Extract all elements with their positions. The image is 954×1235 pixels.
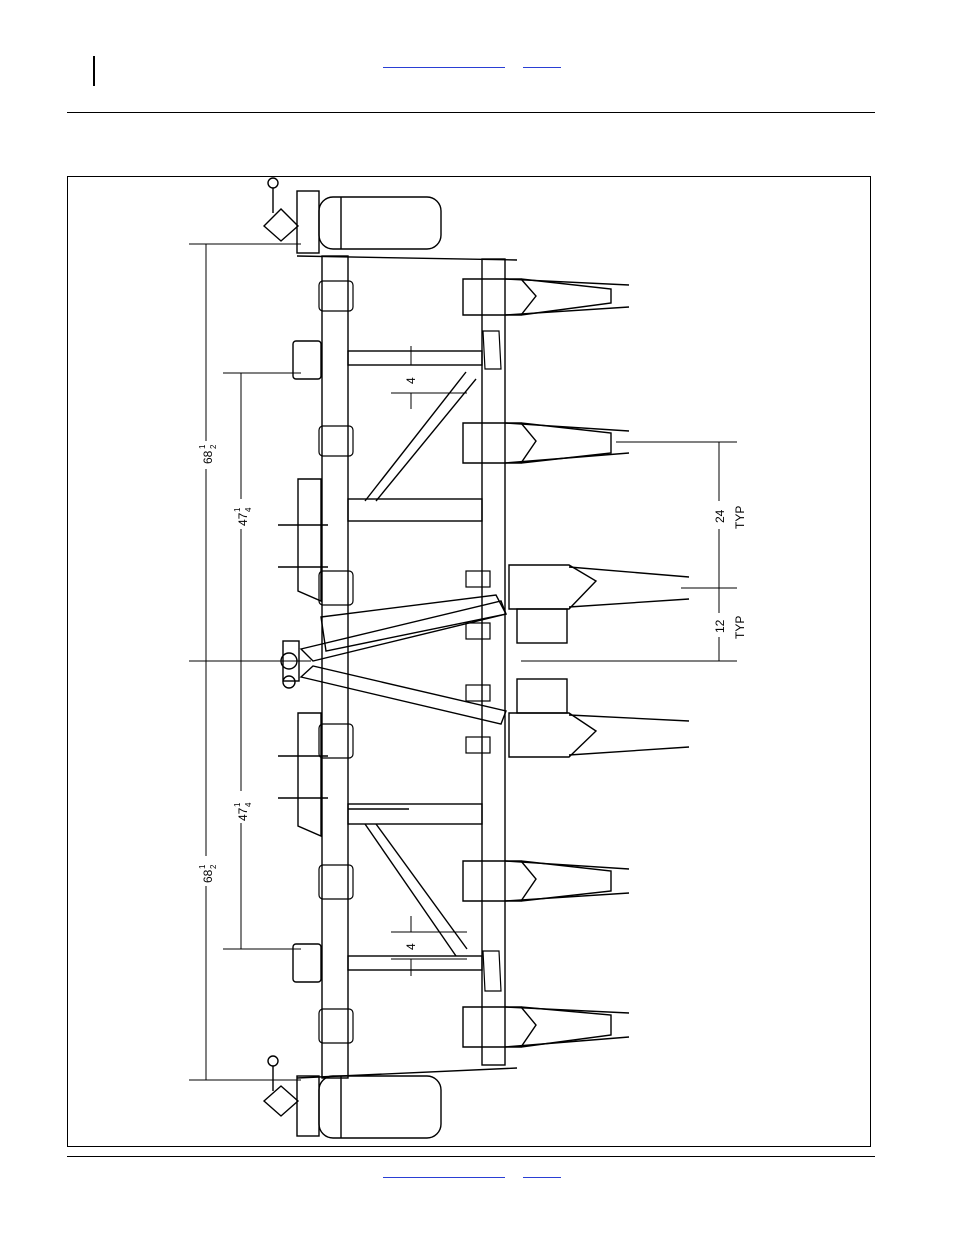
row-unit-2 <box>463 423 629 463</box>
dim-offset-top: 4 <box>404 377 418 384</box>
svg-text:4: 4 <box>244 802 253 807</box>
row-unit-1 <box>463 279 629 315</box>
gauge-wheel-bottom <box>319 1076 441 1138</box>
header-margin-bar <box>93 56 95 86</box>
svg-text:1: 1 <box>198 444 207 449</box>
dim-upper-inner: 47 <box>236 512 250 526</box>
row-unit-4 <box>509 679 689 757</box>
svg-text:1: 1 <box>233 802 242 807</box>
svg-text:2: 2 <box>209 864 218 869</box>
footer-prev-link[interactable] <box>383 1177 505 1178</box>
dim-half-spacing: 12 <box>713 619 727 633</box>
dim-half-spacing-note: TYP <box>733 616 747 639</box>
svg-text:2: 2 <box>209 444 218 449</box>
row-unit-6 <box>463 1007 629 1047</box>
footer-rule <box>67 1156 875 1157</box>
svg-text:4: 4 <box>244 507 253 512</box>
dim-offset-bottom: 4 <box>404 943 418 950</box>
row-unit-5 <box>463 861 629 901</box>
figure-frame: 68 1 2 47 1 4 47 1 4 68 1 2 4 4 24 TYP 1… <box>67 176 871 1147</box>
row-unit-3 <box>509 565 689 643</box>
toolbar-dimension-drawing: 68 1 2 47 1 4 47 1 4 68 1 2 4 4 24 TYP 1… <box>68 177 870 1146</box>
svg-text:1: 1 <box>198 864 207 869</box>
dim-lower-inner: 47 <box>236 807 250 821</box>
header-next-link[interactable] <box>523 67 561 68</box>
rear-toolbar <box>482 259 505 1065</box>
dim-lower-outer: 68 <box>201 869 215 883</box>
front-toolbar <box>322 256 348 1078</box>
svg-text:1: 1 <box>233 507 242 512</box>
dim-upper-outer: 68 <box>201 450 215 464</box>
footer-next-link[interactable] <box>523 1177 561 1178</box>
gauge-wheel-top <box>319 197 441 249</box>
dim-row-spacing: 24 <box>713 509 727 523</box>
dim-row-spacing-note: TYP <box>733 506 747 529</box>
header-rule <box>67 112 875 113</box>
header-prev-link[interactable] <box>383 67 505 68</box>
